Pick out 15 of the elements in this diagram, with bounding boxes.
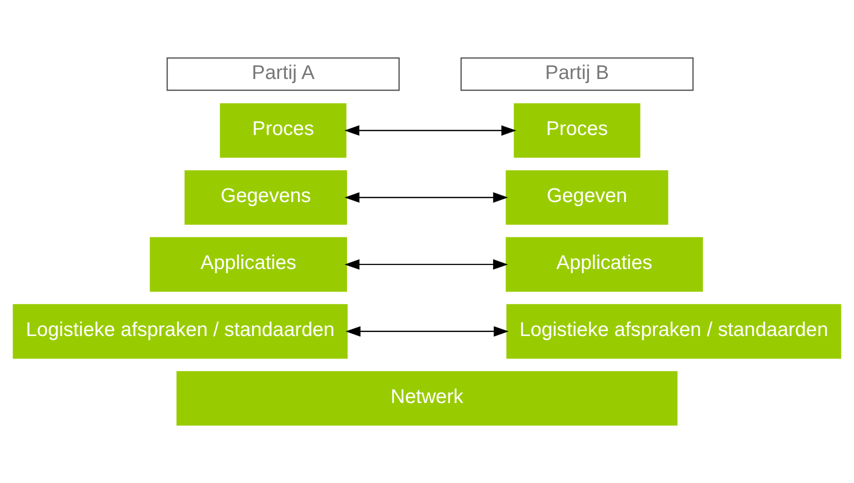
node-box: Applicaties [150, 237, 347, 292]
arrow [344, 259, 508, 270]
node-box: Partij B [460, 57, 694, 91]
arrow [344, 125, 516, 136]
node-box: Partij A [166, 57, 400, 91]
node-box: Logistieke afspraken / standaarden [12, 304, 348, 359]
node-box: Proces [514, 103, 640, 158]
node-box: Proces [220, 103, 346, 158]
node-box: Gegeven [506, 170, 668, 225]
node-box: Gegevens [184, 170, 347, 225]
arrow [346, 326, 509, 337]
arrow [344, 192, 508, 203]
node-box: Applicaties [506, 237, 703, 292]
node-box: Netwerk [176, 371, 678, 426]
node-box: Logistieke afspraken / standaarden [506, 304, 842, 359]
